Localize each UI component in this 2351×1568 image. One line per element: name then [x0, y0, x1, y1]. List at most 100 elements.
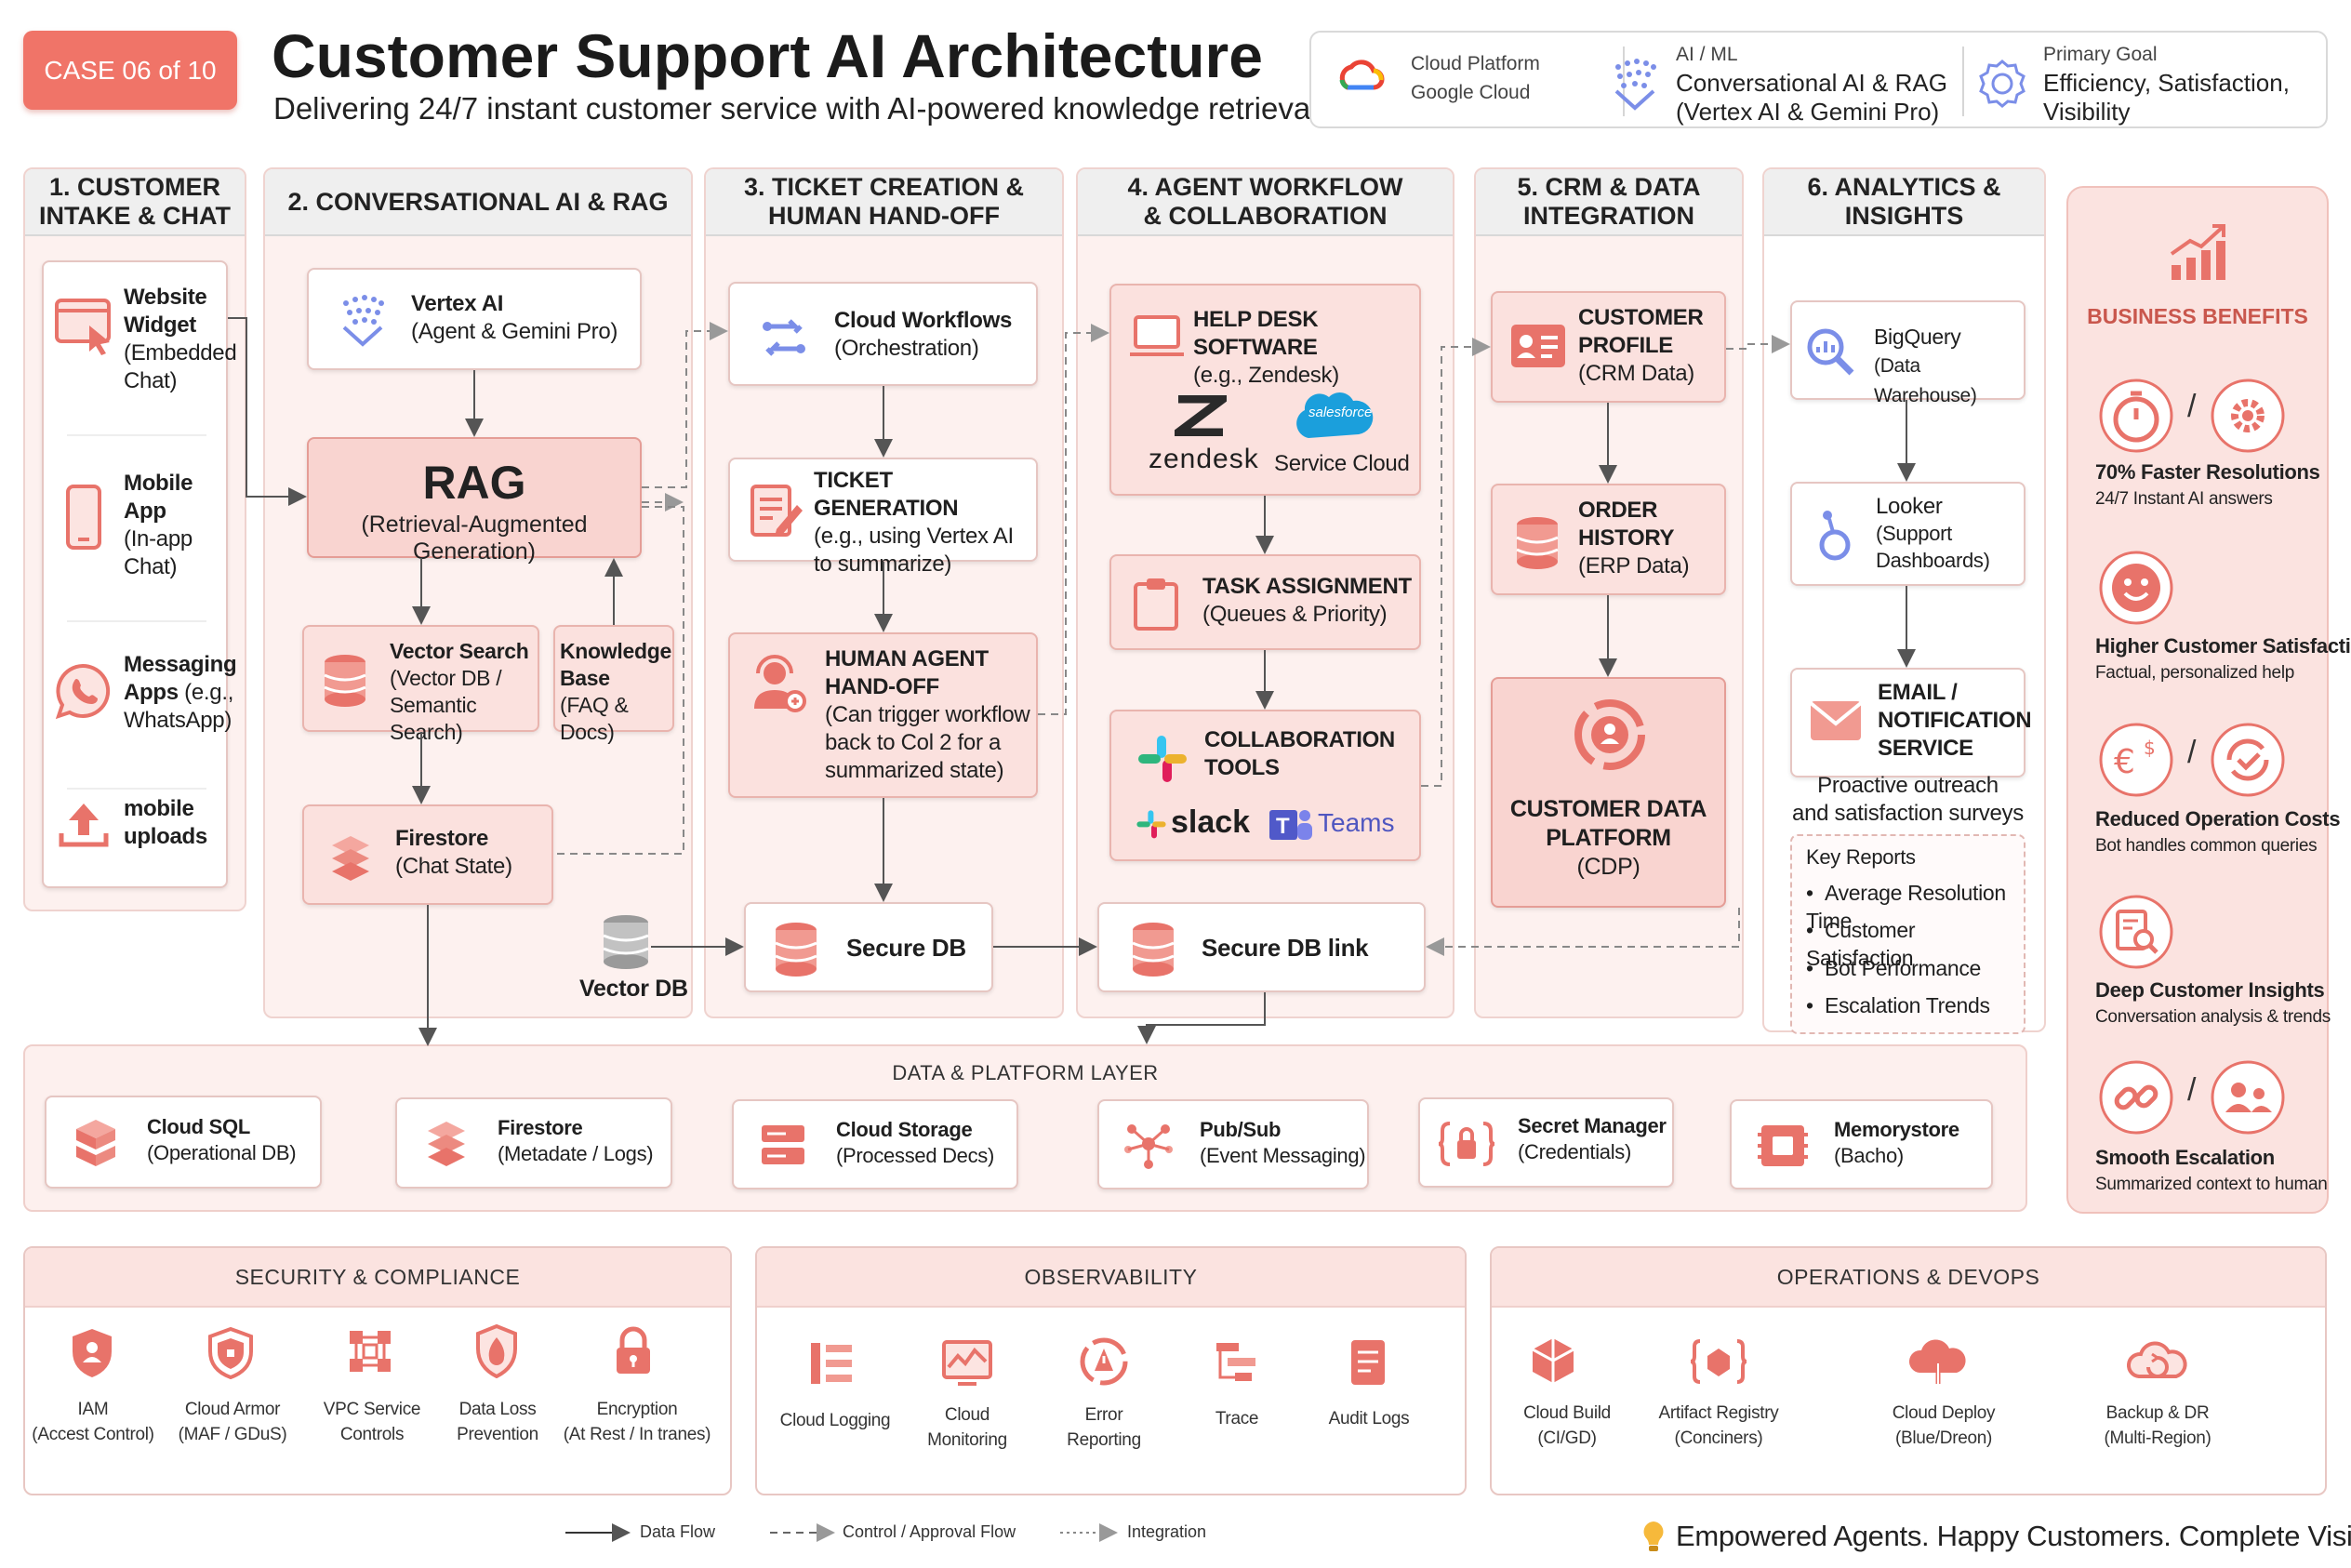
google-cloud-icon — [1339, 60, 1385, 90]
meta-goal-value-2: Visibility — [2043, 98, 2131, 126]
database-icon — [1132, 923, 1175, 977]
euro-dollar-icon: € $ — [2099, 723, 2173, 797]
case-badge: CASE 06 of 10 — [23, 31, 237, 110]
lightbulb-icon — [1643, 1521, 1664, 1551]
smiley-icon — [2099, 551, 2173, 625]
platform-cloud-storage[interactable]: Cloud Storage(Processed Decs) — [732, 1099, 1018, 1189]
salesforce-logo — [1296, 392, 1374, 438]
key-report-item: • Customer Satisfaction — [1806, 918, 1916, 970]
column-header: 4. AGENT WORKFLOW& COLLABORATION — [1078, 169, 1453, 236]
database-icon — [1516, 517, 1559, 569]
layer-title: DATA & PLATFORM LAYER — [892, 1061, 1159, 1084]
platform-cloud-sql[interactable]: Cloud SQL(Operational DB) — [45, 1096, 322, 1189]
artifact-registry-icon — [1691, 1339, 1747, 1384]
cloud-armor-icon — [208, 1327, 253, 1379]
padlock-icon — [617, 1326, 650, 1374]
rag-card[interactable]: RAG (Retrieval-Augmented Generation) — [307, 437, 642, 565]
looker-icon — [1819, 511, 1851, 561]
salesforce-wordmark: salesforce — [1308, 405, 1373, 420]
operations-item: Cloud Build(CI/GD) — [1523, 1403, 1611, 1448]
bigquery-card[interactable]: BigQuery(Data Warehouse) — [1790, 300, 2026, 406]
intake-card — [42, 260, 228, 888]
slack-logo-icon — [1138, 736, 1187, 782]
meta-info-box: Cloud Platform Google Cloud AI / ML Conv… — [1309, 31, 2328, 128]
laptop-icon — [1130, 315, 1184, 356]
operations-item: Cloud Deploy(Blue/Dreon) — [1892, 1403, 1996, 1448]
operations-item: Backup & DR(Multi-Region) — [2104, 1403, 2212, 1448]
id-card-icon — [1511, 325, 1565, 367]
operations-item: Artifact Registry(Conciners) — [1658, 1403, 1779, 1448]
platform-firestore[interactable]: Firestore(Metadate / Logs) — [395, 1097, 672, 1189]
operations-devops-layer: OPERATIONS & DEVOPS — [1490, 1246, 2327, 1495]
key-report-item: • Escalation Trends — [1806, 993, 1990, 1017]
storage-icon — [762, 1125, 804, 1164]
observability-item: Cloud Logging — [779, 1411, 891, 1430]
platform-pubsub[interactable]: Pub/Sub(Event Messaging) — [1097, 1099, 1369, 1189]
legend-integration: Integration — [1127, 1522, 1207, 1541]
meta-goal-label: Primary Goal — [2043, 44, 2158, 65]
gear-automation-icon — [2211, 379, 2285, 453]
key-reports-title: Key Reports — [1806, 845, 1916, 869]
workflows-icon — [763, 319, 805, 356]
benefits-title: BUSINESS BENEFITS — [2087, 304, 2308, 328]
support-agent-icon — [754, 655, 806, 712]
benefit-subtitle: 24/7 Instant AI answers — [2095, 489, 2273, 509]
firestore-chat-card[interactable]: Firestore(Chat State) — [302, 804, 553, 905]
vertex-ai-card[interactable]: Vertex AI(Agent & Gemini Pro) — [307, 268, 642, 370]
tagline: Empowered Agents. Happy Customers. Compl… — [1676, 1520, 2351, 1552]
cloud-workflows-card[interactable]: Cloud Workflows(Orchestration) — [728, 282, 1038, 386]
column-header: 2. CONVERSATIONAL AI & RAG — [265, 169, 691, 236]
meta-platform: Cloud Platform Google Cloud — [1335, 49, 1540, 107]
stopwatch-icon — [2099, 379, 2173, 453]
help-desk-card[interactable]: HELP DESK SOFTWARE(e.g., Zendesk) zendes… — [1109, 284, 1421, 496]
key-reports-box: Key Reports • Average Resolution Time • … — [1790, 834, 2026, 1034]
meta-ai: AI / ML Conversational AI & RAG (Vertex … — [1609, 40, 1947, 126]
secure-db-card[interactable]: Secure DB — [744, 902, 993, 992]
security-item: IAM(Accest Control) — [32, 1400, 154, 1444]
key-report-item: • Average Resolution Time — [1806, 881, 2006, 933]
benefit-subtitle: Bot handles common queries — [2095, 836, 2318, 856]
legend-control-flow: Control / Approval Flow — [843, 1522, 1016, 1541]
task-assignment-card[interactable]: TASK ASSIGNMENT(Queues & Priority) — [1109, 554, 1421, 650]
meta-platform-label: Cloud Platform — [1411, 53, 1540, 74]
logging-icon — [811, 1343, 852, 1384]
database-icon — [324, 655, 366, 707]
secure-db-link-card[interactable]: Secure DB link — [1097, 902, 1426, 992]
svg-text:$: $ — [2144, 737, 2156, 759]
column-header: 3. TICKET CREATION &HUMAN HAND-OFF — [706, 169, 1062, 236]
rag-title: RAG — [422, 457, 526, 509]
team-users-icon — [2211, 1060, 2285, 1135]
memorystore-icon — [1758, 1125, 1808, 1166]
layer-title: SECURITY & COMPLIANCE — [25, 1248, 730, 1308]
cycle-check-icon — [2211, 723, 2285, 797]
growth-chart-icon — [2170, 224, 2225, 280]
platform-secret-manager[interactable]: Secret Manager(Credentials) — [1418, 1097, 1674, 1188]
key-report-item: • Bot Performance — [1806, 956, 1982, 980]
platform-memorystore[interactable]: Memorystore(Bacho) — [1730, 1099, 1993, 1189]
upload-icon — [59, 804, 109, 847]
observability-item: Trace — [1215, 1409, 1259, 1428]
vector-search-card[interactable]: Vector Search(Vector DB /Semantic Search… — [302, 625, 539, 744]
secret-manager-icon — [1439, 1122, 1494, 1166]
data-platform-layer: DATA & PLATFORM LAYER — [23, 1044, 2027, 1212]
benefit-subtitle: Factual, personalized help — [2095, 663, 2295, 683]
website-widget-icon — [55, 299, 111, 355]
data-loss-prevention-icon — [476, 1324, 517, 1378]
